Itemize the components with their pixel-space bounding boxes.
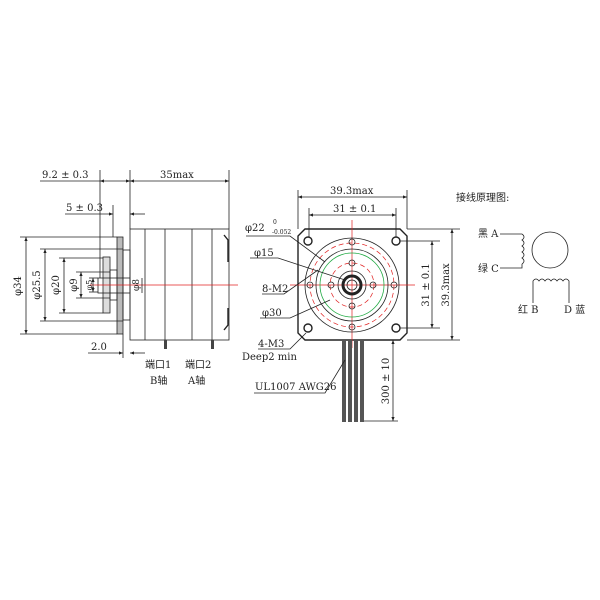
rotor-circle [531, 231, 569, 269]
dia-20-label: φ20 [51, 275, 62, 295]
wire-length-label: 300 ± 10 [381, 358, 392, 405]
dia-25-5-label: φ25.5 [32, 270, 43, 299]
coil-b-d [532, 278, 570, 303]
wire-spec-label: UL1007 AWG26 [255, 382, 337, 393]
wiring-title: 接线原理图: [456, 191, 509, 204]
side-view: φ34 φ25.5 φ20 φ9 φ5 φ8 9.2 ± 0.3 35max 5… [13, 170, 238, 387]
height-pitch-label: 31 ± 0.1 [421, 263, 432, 306]
dia-9-label: φ9 [69, 278, 80, 291]
depth-label: Deep2 min [242, 352, 297, 363]
red-b-label: 红 B [518, 303, 539, 316]
dia-8-label: φ8 [132, 279, 142, 291]
holes-m2-label: 8-M2 [262, 284, 288, 295]
dia-30-label: φ30 [262, 308, 282, 319]
green-c-label: 绿 C [478, 262, 499, 275]
flange-square [297, 228, 408, 341]
port2-axis-label: A轴 [187, 374, 205, 387]
wiring-diagram: 接线原理图: 黑 A 绿 C 红 B D 蓝 [456, 191, 585, 316]
dia-22-label: φ22 [245, 223, 265, 234]
black-a-label: 黑 A [478, 228, 499, 240]
flange [116, 236, 124, 335]
dia-34-label: φ34 [13, 276, 24, 296]
shaft [97, 277, 131, 294]
port1-label: 端口1 [145, 358, 171, 371]
blue-d-label: D 蓝 [564, 304, 585, 316]
height-max-label: 39.3max [441, 263, 452, 307]
hole-pitch-label: 31 ± 0.1 [333, 204, 376, 215]
port2-label: 端口2 [185, 358, 211, 371]
dia-15-label: φ15 [254, 248, 274, 259]
dim-35max-label: 35max [160, 170, 194, 181]
holes-m3-label: 4-M3 [258, 339, 284, 350]
wires [342, 340, 364, 422]
coil-a-c [500, 233, 525, 269]
dia-22-tol-upper: 0 [273, 219, 277, 226]
dim-9-2-label: 9.2 ± 0.3 [42, 170, 89, 181]
width-max-label: 39.3max [330, 186, 374, 197]
dim-5-label: 5 ± 0.3 [66, 203, 103, 214]
port1-axis-label: B轴 [150, 374, 167, 387]
dim-2-0-label: 2.0 [91, 342, 107, 353]
front-view: 39.3max 31 ± 0.1 31 ± 0.1 39.3max 300 ± … [242, 186, 460, 422]
dia-22-tol-lower: -0.052 [272, 229, 291, 236]
m2-holes [306, 238, 398, 331]
dia-5-label: φ5 [85, 280, 94, 291]
